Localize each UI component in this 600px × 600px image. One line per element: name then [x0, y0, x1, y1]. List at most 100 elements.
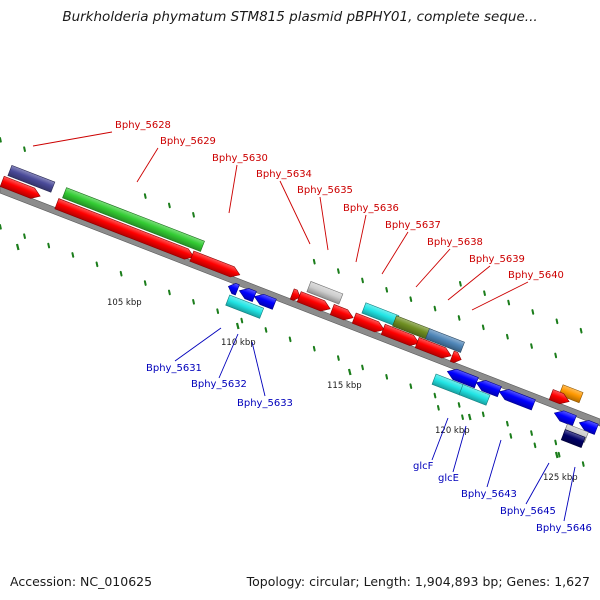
gene-purple-block[interactable]	[7, 164, 56, 193]
gene-forward-arrow[interactable]	[329, 304, 355, 322]
reverse-tick-mark	[192, 299, 195, 305]
gene-forward-arrow[interactable]	[54, 198, 196, 262]
forward-gene-label-leader	[471, 281, 529, 311]
scale-label: 120 kbp	[435, 426, 470, 436]
gene-cyan-reverse-block[interactable]	[458, 384, 491, 406]
reverse-gene-label[interactable]: Bphy_5645	[500, 506, 556, 517]
reverse-tick-mark	[216, 308, 220, 314]
forward-gene-label[interactable]: Bphy_5640	[508, 270, 564, 281]
reverse-tick-mark	[533, 442, 537, 449]
forward-tick-mark	[23, 146, 26, 152]
reverse-tick-mark	[581, 461, 585, 467]
forward-gene-label[interactable]: Bphy_5634	[256, 169, 312, 180]
gene-reverse-arrow[interactable]	[252, 291, 277, 310]
forward-tick-mark	[555, 318, 559, 325]
forward-gene-label-leader	[319, 196, 329, 251]
forward-tick-mark	[409, 296, 413, 302]
forward-gene-label-leader	[447, 265, 491, 301]
reverse-gene-label[interactable]: Bphy_5632	[191, 379, 247, 390]
reverse-tick-mark	[71, 252, 75, 258]
forward-gene-label[interactable]: Bphy_5639	[469, 254, 525, 265]
forward-tick-mark	[507, 299, 511, 306]
reverse-gene-label[interactable]: Bphy_5646	[536, 523, 592, 534]
gene-forward-arrow[interactable]	[296, 291, 332, 314]
reverse-gene-label-leader	[525, 462, 550, 505]
reverse-gene-label-leader	[431, 417, 449, 461]
reverse-gene-label-leader	[218, 333, 239, 379]
scale-label: 110 kbp	[221, 338, 256, 348]
map-title: Burkholderia phymatum STM815 plasmid pBP…	[62, 9, 538, 25]
reverse-tick-mark	[288, 336, 292, 343]
scale-major-tick	[554, 451, 559, 459]
reverse-tick-mark	[461, 414, 464, 420]
gene-reverse-arrow[interactable]	[497, 387, 536, 411]
gene-orange-block[interactable]	[558, 384, 584, 404]
gene-cyan-reverse-block[interactable]	[225, 294, 265, 319]
reverse-tick-mark	[168, 289, 171, 296]
accession-text: Accession: NC_010625	[10, 574, 153, 589]
gene-reverse-arrow[interactable]	[226, 281, 240, 296]
forward-tick-mark	[483, 290, 486, 296]
reverse-tick-mark	[409, 383, 413, 389]
reverse-tick-mark	[337, 355, 340, 361]
gene-forward-arrow[interactable]	[189, 250, 242, 280]
reverse-gene-label-leader	[251, 341, 266, 397]
reverse-gene-label-leader	[563, 466, 576, 522]
forward-gene-label[interactable]: Bphy_5629	[160, 136, 216, 147]
topology-text: Topology: circular; Length: 1,904,893 bp…	[246, 574, 590, 589]
forward-gene-label[interactable]: Bphy_5638	[427, 237, 483, 248]
forward-tick-mark	[143, 193, 147, 199]
reverse-tick-mark	[481, 411, 485, 418]
gene-reverse-arrow[interactable]	[552, 408, 577, 427]
forward-tick-mark	[554, 352, 558, 359]
forward-tick-mark	[361, 277, 364, 284]
reverse-tick-mark	[312, 345, 316, 352]
reverse-tick-mark	[95, 261, 99, 268]
scale-label: 115 kbp	[327, 381, 362, 391]
gene-forward-arrow[interactable]	[449, 350, 463, 365]
scale-major-tick	[347, 368, 352, 376]
forward-tick-mark	[481, 324, 485, 331]
forward-tick-mark	[337, 268, 340, 274]
gene-forward-arrow[interactable]	[548, 389, 571, 406]
forward-gene-label[interactable]: Bphy_5635	[297, 185, 353, 196]
forward-tick-mark	[312, 258, 316, 265]
gene-gray-block[interactable]	[306, 281, 344, 305]
reverse-gene-label[interactable]: Bphy_5631	[146, 363, 202, 374]
reverse-gene-label[interactable]: Bphy_5643	[461, 489, 517, 500]
forward-gene-label[interactable]: Bphy_5630	[212, 153, 268, 164]
forward-gene-label[interactable]: Bphy_5628	[115, 120, 171, 131]
forward-tick-mark	[457, 315, 461, 321]
reverse-tick-mark	[240, 317, 244, 324]
forward-gene-label-leader	[32, 131, 113, 147]
scale-major-tick	[15, 243, 20, 251]
forward-gene-label-leader	[355, 214, 367, 263]
gene-steelblue-block[interactable]	[425, 328, 465, 353]
gene-forward-arrow[interactable]	[289, 288, 302, 302]
forward-tick-mark	[459, 281, 462, 287]
scale-label: 105 kbp	[107, 298, 142, 308]
gene-forward-arrow[interactable]	[414, 337, 453, 360]
gene-forward-arrow[interactable]	[0, 175, 42, 201]
reverse-tick-mark	[433, 392, 437, 399]
reverse-tick-mark	[506, 420, 509, 427]
forward-gene-label-leader	[415, 248, 451, 288]
forward-tick-mark	[192, 212, 195, 218]
gene-navy-reverse-block[interactable]	[560, 429, 586, 448]
gene-forward-arrow[interactable]	[351, 312, 386, 335]
forward-tick-mark	[506, 333, 509, 340]
forward-gene-label-leader	[279, 180, 311, 245]
forward-tick-mark	[531, 309, 535, 315]
gene-reverse-arrow[interactable]	[577, 418, 599, 435]
forward-tick-mark	[530, 343, 533, 349]
reverse-gene-label[interactable]: glcF	[413, 461, 434, 472]
forward-gene-label[interactable]: Bphy_5636	[343, 203, 399, 214]
gene-forward-arrow[interactable]	[380, 323, 421, 348]
reverse-gene-label[interactable]: glcE	[438, 473, 459, 484]
gene-green-block[interactable]	[62, 187, 205, 252]
reverse-gene-label[interactable]: Bphy_5633	[237, 398, 293, 409]
forward-gene-label[interactable]: Bphy_5637	[385, 220, 441, 231]
reverse-tick-mark	[530, 430, 533, 436]
